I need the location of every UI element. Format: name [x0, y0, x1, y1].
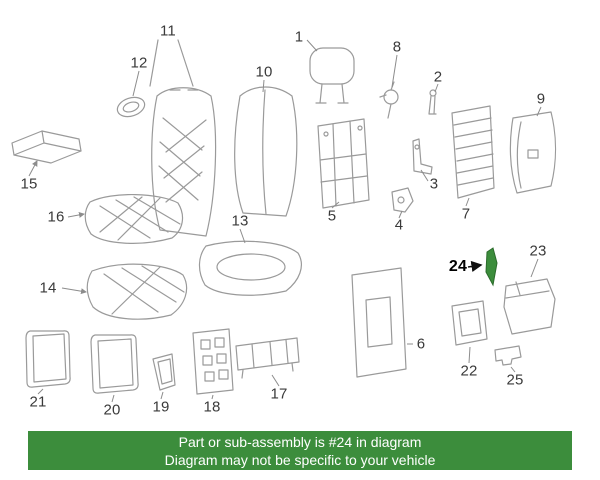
part-sketch-pad-21 [25, 330, 71, 388]
part-sketch-bracket-25 [494, 345, 522, 366]
part-sketch-pin-2 [428, 89, 437, 115]
leader-lines [28, 39, 542, 403]
callout-4: 4 [394, 216, 404, 234]
callout-17: 17 [270, 385, 288, 403]
callout-11: 11 [160, 22, 176, 40]
part-sketch-24-highlight [485, 247, 498, 287]
part-sketch-cushion-13 [198, 240, 302, 296]
banner-line-2: Diagram may not be specific to your vehi… [164, 451, 436, 468]
part-sketch-ring-12 [116, 96, 146, 118]
callout-22: 22 [460, 362, 478, 380]
callout-20: 20 [103, 401, 121, 419]
callout-10: 10 [255, 63, 273, 81]
callout-21: 21 [29, 393, 47, 411]
part-sketch-cushion-14 [86, 263, 188, 320]
part-sketch-cushion-16 [84, 194, 184, 244]
highlight-arrow-icon [467, 260, 483, 272]
part-sketch-panel-7 [451, 105, 495, 199]
callout-13: 13 [231, 212, 249, 230]
part-sketch-headrest-1 [309, 47, 355, 104]
part-sketch-pad-19 [152, 353, 176, 391]
callout-1: 1 [294, 28, 304, 46]
callout-9: 9 [536, 90, 546, 108]
callout-19: 19 [152, 398, 170, 416]
part-sketch-bracket-3 [412, 138, 433, 175]
callout-7: 7 [461, 205, 471, 223]
part-sketch-plate-18 [192, 328, 234, 395]
callout-18: 18 [203, 398, 221, 416]
callout-25: 25 [506, 371, 524, 389]
callout-14: 14 [39, 279, 57, 297]
part-sketch-bracket-15 [11, 130, 82, 164]
part-sketch-pad-20 [90, 334, 139, 394]
part-sketch-bracket-4 [391, 187, 414, 213]
part-sketch-backcover-10 [234, 86, 298, 217]
part-sketch-frame-5 [317, 118, 370, 209]
part-sketch-seatback-11 [149, 39, 217, 237]
callout-2: 2 [433, 68, 443, 86]
callout-24-highlighted: 24 [448, 258, 468, 275]
callout-12: 12 [130, 54, 148, 72]
callout-15: 15 [20, 175, 38, 193]
banner-line-1: Part or sub-assembly is #24 in diagram [178, 433, 422, 450]
part-sketch-guide-8 [379, 81, 399, 119]
part-sketch-panel-22 [451, 300, 488, 346]
callout-16: 16 [47, 208, 65, 226]
callout-23: 23 [529, 242, 547, 260]
callout-8: 8 [392, 38, 402, 56]
part-sketch-armrest-23 [503, 278, 556, 335]
part-sketch-panel-9 [509, 111, 557, 194]
callout-5: 5 [327, 207, 337, 225]
part-sketch-frame-17 [235, 337, 300, 379]
callout-3: 3 [429, 175, 439, 193]
highlight-banner: Part or sub-assembly is #24 in diagram D… [28, 431, 572, 470]
callout-6: 6 [416, 335, 426, 353]
part-sketch-panel-6 [351, 267, 407, 378]
